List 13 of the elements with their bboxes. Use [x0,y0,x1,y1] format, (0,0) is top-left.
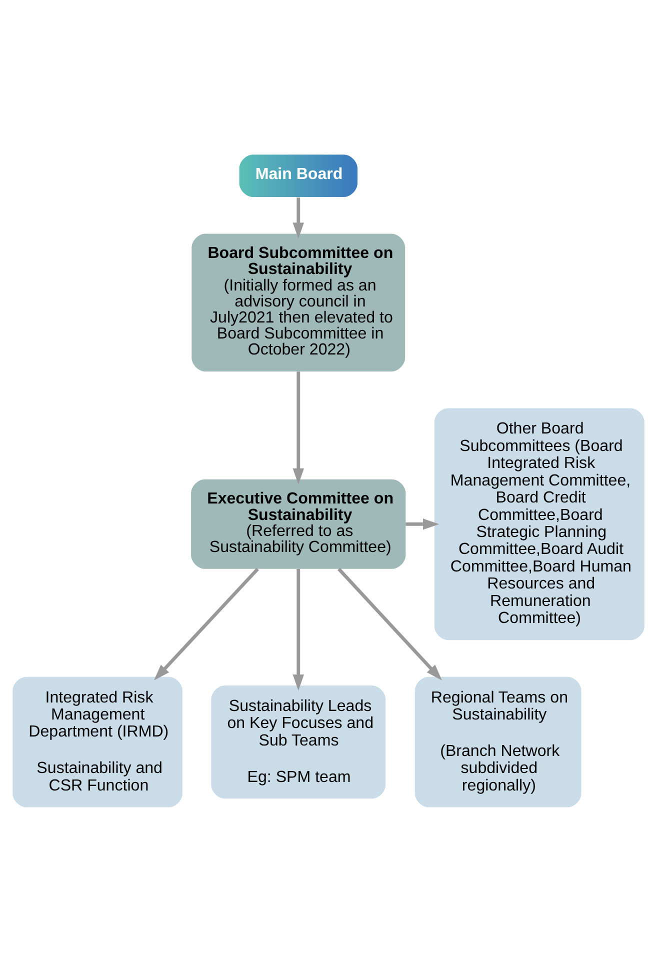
arrow [292,197,304,238]
node-box: Sustainability Leads on Key Focuses and Sub Teams Eg: SPM team [211,685,386,798]
node-box: Main Board [239,154,358,197]
node-box: Other Board Subcommittees (Board Integrated Risk Management Committee, Board Credit Committee,Board Strategic Planning Committee,Board Audit Committee,Board Human Resources and Remuneration Committee) [434,408,644,640]
arrow [406,518,440,530]
node-box: Executive Committee on Sustainability (Referred to as Sustainability Committee) [191,478,406,568]
node-box: Integrated Risk Management Department (IRMD) Sustainability and CSR Function [12,676,182,807]
node-box: Regional Teams on Sustainability (Branch Network subdivided regionally) [414,676,582,807]
arrow [292,568,304,690]
arrow [292,371,304,484]
arrow [338,567,442,680]
arrow [154,567,259,680]
node-box: Board Subcommittee on Sustainability (Initially formed as an advisory council in July2021 then elevated to Board Subcommittee in October 2022) [192,233,406,371]
